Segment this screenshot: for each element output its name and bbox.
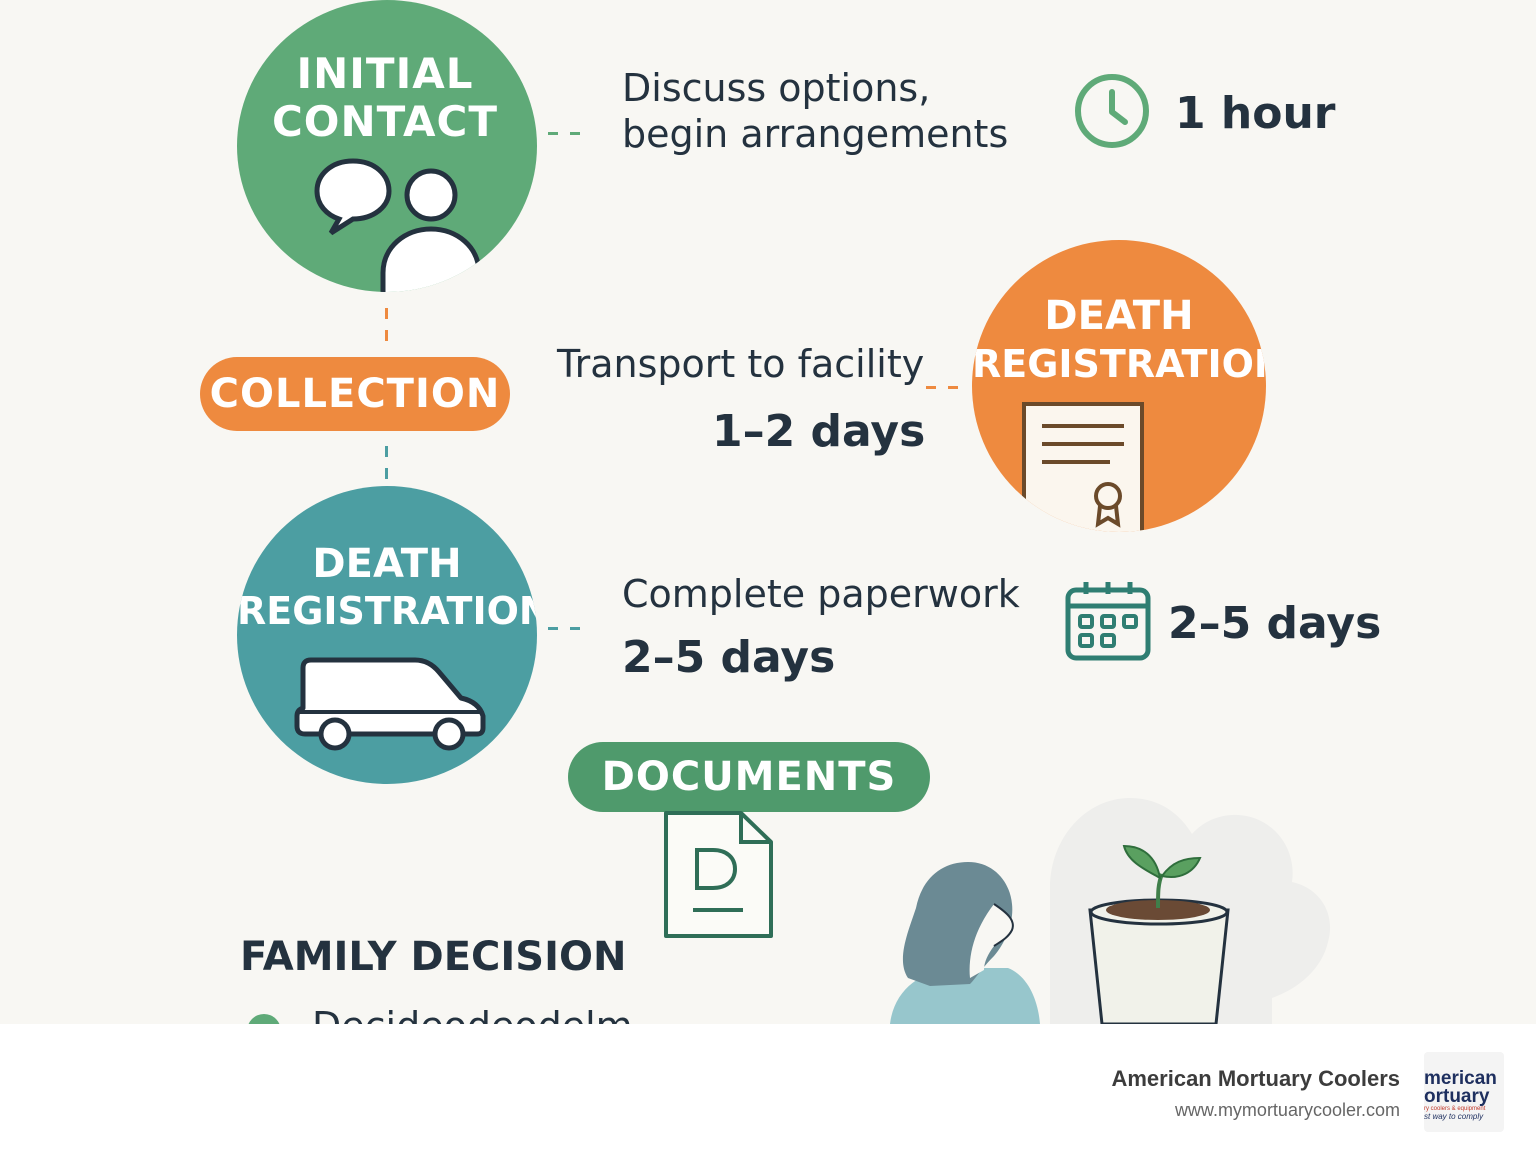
collection-pill: COLLECTION [200,357,510,431]
footer-url[interactable]: www.mymortuarycooler.com [1174,1100,1400,1120]
collection-desc: Transport to facility [557,342,925,386]
initial-contact-circle: INITIAL CONTACT [237,0,537,292]
death-registration-duration-side: 2–5 days [1168,598,1382,649]
death-registration-orange-line2: REGISTRATION [972,342,1266,386]
initial-contact-desc-line2: begin arrangements [622,112,1009,156]
collection-duration: 1–2 days [712,406,926,457]
calendar-icon [1065,582,1151,661]
initial-contact-desc-line1: Discuss options, [622,66,931,110]
death-registration-desc: Complete paperwork [622,572,1020,616]
initial-contact-title-line2: CONTACT [271,97,499,146]
certificate-icon [1022,402,1144,532]
connector-registration [548,627,584,630]
logo-line2: ortuary [1424,1086,1490,1107]
chat-person-icon [314,158,482,292]
logo-line1: merican [1424,1068,1497,1089]
document-icon [664,811,773,938]
initial-contact-duration: 1 hour [1175,88,1336,139]
sprout-pot-icon [1088,844,1230,1024]
company-logo: merican ortuary ry coolers & equipment s… [1424,1052,1504,1132]
connector-collection [926,386,962,389]
footer-company-name: American Mortuary Coolers [1111,1066,1400,1091]
logo-line3: ry coolers & equipment [1424,1106,1486,1112]
documents-label: DOCUMENTS [601,754,897,800]
death-registration-teal-line1: DEATH [312,541,462,587]
connector-initial [548,132,584,135]
hearse-icon [294,657,486,751]
death-registration-teal-line2: REGISTRATION [237,589,537,633]
initial-contact-title-line1: INITIAL [296,49,474,98]
collection-label: COLLECTION [209,371,501,417]
death-registration-orange-line1: DEATH [1044,293,1194,339]
death-registration-circle-teal: DEATH REGISTRATION [237,486,537,784]
death-registration-circle-orange: DEATH REGISTRATION [972,240,1266,532]
clock-icon [1075,74,1149,148]
footer: American Mortuary Coolers www.mymortuary… [0,1024,1536,1154]
death-registration-duration: 2–5 days [622,632,836,683]
family-decision-title: FAMILY DECISION [240,934,627,980]
documents-pill: DOCUMENTS [568,742,930,812]
person-icon [890,862,1040,1024]
connector-vertical-1 [385,308,388,348]
logo-line4: st way to comply [1424,1112,1484,1121]
connector-vertical-2 [385,446,388,482]
